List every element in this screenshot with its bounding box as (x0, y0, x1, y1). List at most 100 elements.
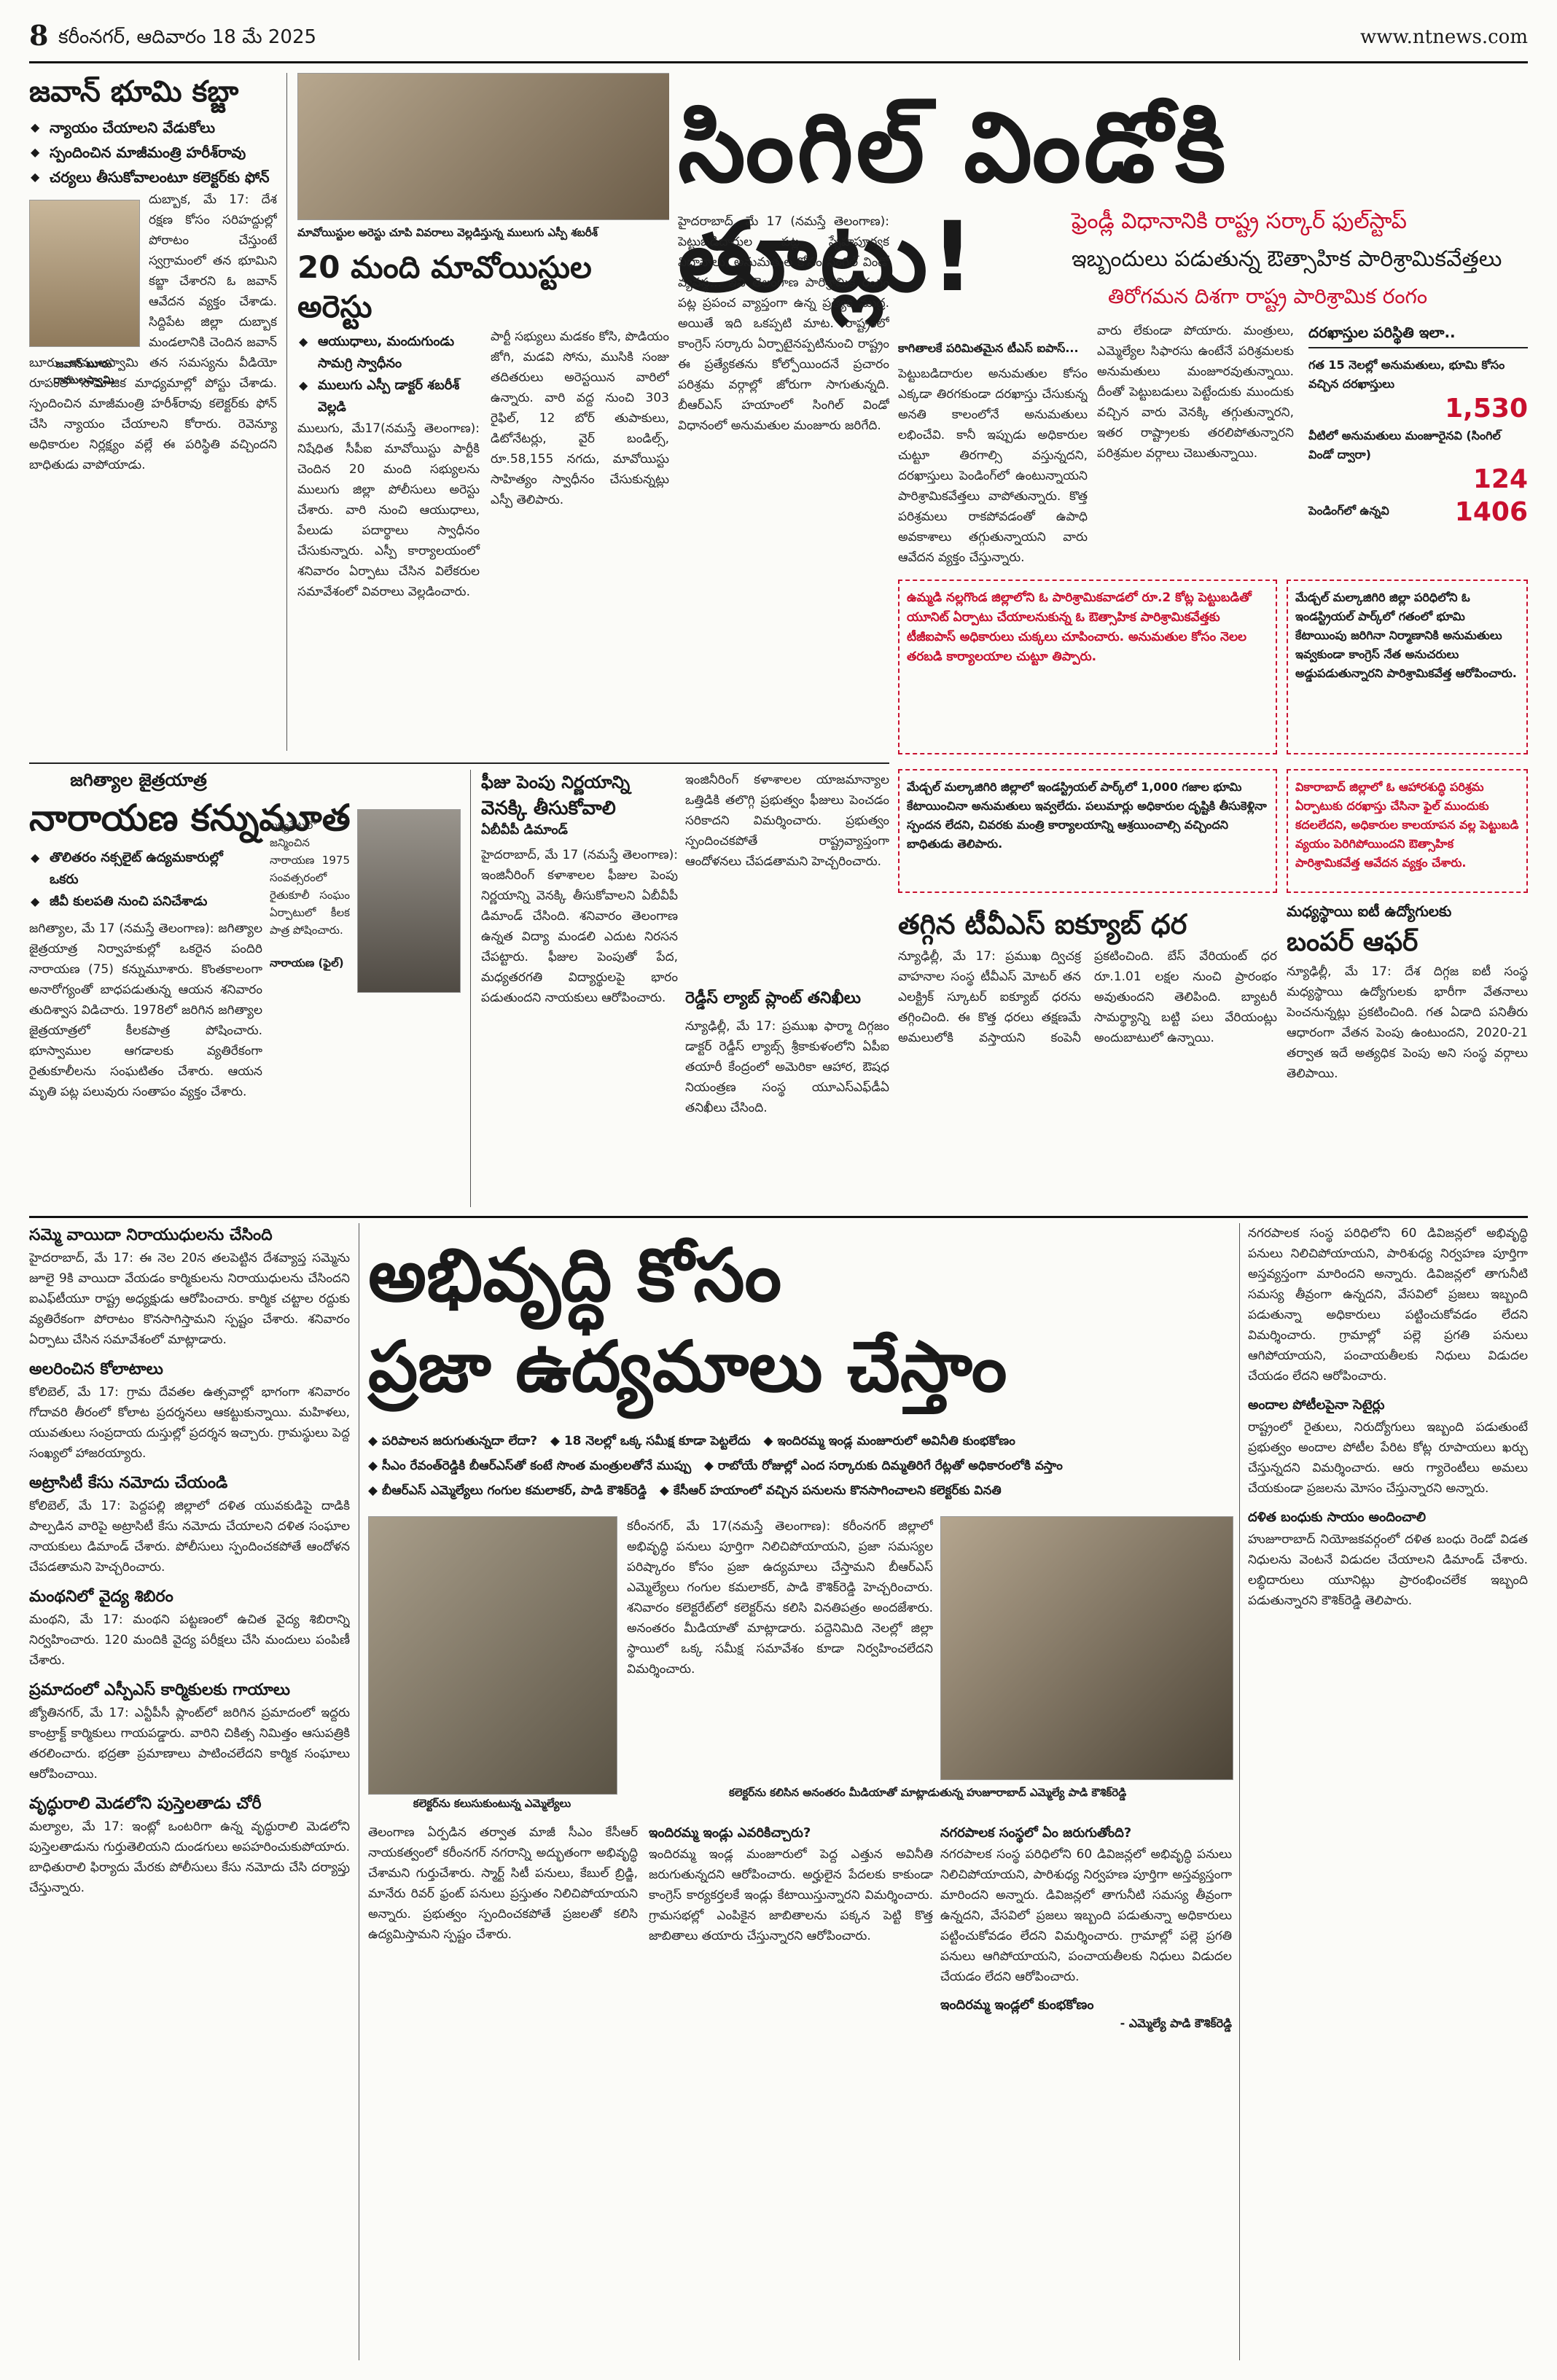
case-box-3: మేడ్చల్ మల్కాజిగిరి జిల్లాలో ఇండస్ట్రియల… (898, 769, 1277, 893)
jagtial-title: నారాయణ కన్నుమూత (29, 797, 351, 839)
brief-body: హైదరాబాద్, మే 17: ఈ నెల 20న తలపెట్టిన దే… (29, 1251, 350, 1347)
website[interactable]: www.ntnews.com (1359, 26, 1528, 48)
bottom-body-2: తెలంగాణ ఏర్పడిన తర్వాత మాజీ సీఎం కేసీఆర్… (368, 1825, 638, 1942)
tvs-body: న్యూఢిల్లీ, మే 17: ప్రముఖ ద్విచక్ర వాహనా… (898, 949, 1277, 1045)
bottom-col-3: నగరపాలక సంస్థలో ఏం జరుగుతోంది? నగరపాలక స… (940, 1822, 1232, 2354)
section-rule (29, 762, 889, 764)
narayana-photo (357, 809, 461, 993)
stats-value: 124 (1472, 464, 1528, 494)
collector-photo (368, 1516, 617, 1795)
jagtial-bullet: జీవీ కులపతి నుంచి పనిచేశాడు (29, 891, 241, 913)
bottom-body-right: నగరపాలక సంస్థ పరిధిలోని 60 డివిజన్లలో అభ… (940, 1847, 1232, 1984)
stats-label: గత 15 నెలల్లో అనుమతులు, భూమి కోసం వచ్చిన… (1308, 358, 1505, 391)
lead-sub1: ఫ్రెండ్లీ విధానానికి రాష్ట్ర సర్కార్ ఫుల… (1072, 208, 1407, 234)
stats-title: దరఖాస్తుల పరిస్థితి ఇలా.. (1308, 318, 1528, 348)
bottom-sub-a: ఇందిరమ్మ ఇండ్లు ఎవరికిచ్చారు? (649, 1825, 811, 1841)
right-sub-2: దళిత బంధుకు సాయం అందించాలి (1248, 1510, 1427, 1525)
bumper-body: న్యూఢిల్లీ, మే 17: దేశ దిగ్గజ ఐటీ సంస్థ … (1287, 964, 1528, 1081)
jagtial-kicker: జగిత్యాల జైత్రయాత్ర (70, 770, 207, 790)
right-body: నగరపాలక సంస్థ పరిధిలోని 60 డివిజన్లలో అభ… (1248, 1226, 1528, 1384)
collector-caption: కలెక్టర్‌ను కలుసుకుంటున్న ఎమ్మెల్యేలు (413, 1797, 571, 1810)
brief-body: జ్యోతినగర్, మే 17: ఎన్టీపీసీ ప్లాంట్‌లో … (29, 1706, 350, 1782)
brief-body: కోలిబెల్, మే 17: పెద్దపల్లి జిల్లాలో దళి… (29, 1499, 350, 1575)
jawan-title: జవాన్ భూమి కబ్జా (29, 75, 239, 109)
reddys-title: రెడ్డీస్ ల్యాబ్ ప్లాంట్ తనిఖీలు (685, 989, 861, 1007)
fee-title-1: ఫీజు పెంపు నిర్ణయాన్ని (481, 772, 631, 792)
brief-body: మల్యాల, మే 17: ఇంట్లో ఒంటరిగా ఉన్న వృద్ధ… (29, 1819, 350, 1895)
brief-title: అట్రాసిటీ కేసు నమోదు చేయండి (29, 1474, 228, 1492)
lead-kicker-box: కాగితాలకే పరిమితమైన టీఎస్ ఐపాస్... పెట్ట… (898, 341, 1088, 749)
page-header: 8 కరీంనగర్, ఆదివారం 18 మే 2025 www.ntnew… (29, 16, 1528, 60)
maoist-bullets: ఆయుధాలు, మందుగుండు సామగ్రి స్వాధీనం ములు… (297, 331, 480, 418)
stats-label: వీటిలో అనుమతులు మంజూరైనవి (సింగిల్ విండో… (1308, 429, 1501, 461)
lead-title: సింగిల్ విండోకి తూట్లు! (678, 92, 1229, 313)
jawan-body: దుబ్బాక, మే 17: దేశ రక్షణ కోసం సరిహద్దుల… (29, 192, 277, 472)
bottom-bullet: ◆ సీఎం రేవంత్‌రెడ్డికి బీఆర్‌ఎస్‌తో కంటే… (368, 1459, 692, 1473)
lead-body-2: పెట్టుబడిదారుల అనుమతుల కోసం ఎక్కడా తిరగక… (898, 367, 1088, 565)
briefs-column: సమ్మె వాయిదా నిరాయుధులను చేసింది హైదరాబా… (29, 1223, 350, 2360)
case-box-1: ఉమ్మడి నల్లగొండ జిల్లాలోని ఓ పారిశ్రామిక… (898, 580, 1277, 754)
lead-body-3: వారు లేకుండా పోయారు. మంత్రులు, ఎమ్మెల్యే… (1097, 324, 1294, 461)
brief-title: ప్రమాదంలో ఎస్పీఎస్ కార్మికులకు గాయాలు (29, 1681, 291, 1699)
bottom-bullets: ◆ పరిపాలన జరుగుతున్నదా లేదా? ◆ 18 నెలల్ల… (368, 1429, 1221, 1503)
jagtial-side: లక్ష్యపేటలో జన్మించిన నారాయణ 1975 సంవత్స… (270, 819, 350, 937)
bottom-title-1: అభివృద్ధి కోసం (368, 1233, 782, 1318)
tvs-title: తగ్గిన టీవీఎస్ ఐక్యూబ్ ధర (898, 908, 1187, 940)
bottom-bullet: ◆ రాబోయే రోజుల్లో ఎంద సర్కారుకు దిమ్మతిర… (703, 1459, 1063, 1473)
bumper-kicker: మధ్యస్థాయి ఐటీ ఉద్యోగులకు (1287, 902, 1452, 920)
right-body-2: రాష్ట్రంలో రైతులు, నిరుద్యోగులు ఇబ్బంది … (1248, 1420, 1528, 1496)
lead-kicker: కాగితాలకే పరిమితమైన టీఎస్ ఐపాస్... (898, 341, 1079, 355)
bumper-story: మధ్యస్థాయి ఐటీ ఉద్యోగులకు బంపర్ ఆఫర్ న్య… (1287, 902, 1528, 1209)
bottom-body-3: ఇందిరమ్మ ఇండ్ల మంజూరులో పెద్ద ఎత్తున అవి… (649, 1847, 933, 1943)
jagtial-story: జగిత్యాల జైత్రయాత్ర నారాయణ కన్నుమూత తొలి… (29, 770, 459, 1214)
jawan-story: జవాన్ భూమి కబ్జా న్యాయం చేయాలని వేడుకోలు… (29, 73, 277, 758)
bottom-col-2: ఇందిరమ్మ ఇండ్లు ఎవరికిచ్చారు? ఇందిరమ్మ ఇ… (649, 1822, 933, 2354)
jawan-bullet: చర్యలు తీసుకోవాలంటూ కలెక్టర్‌కు ఫోన్ (29, 165, 277, 190)
bottom-bullet: ◆ కేసీఆర్ హయాంలో వచ్చిన పనులను కొనసాగించ… (659, 1483, 1002, 1498)
reddys-body: న్యూఢిల్లీ, మే 17: ప్రముఖ ఫార్మా దిగ్గజం… (685, 1019, 889, 1115)
stats-row: పెండింగ్‌లో ఉన్నవి 1406 (1308, 497, 1528, 527)
right-sub: అందాల పోటీలపైనా సెటైర్లు (1248, 1397, 1385, 1413)
brief-title: వృద్ధురాలి మెడలోని పుస్తెలతాడు చోరీ (29, 1795, 262, 1813)
bumper-title: బంపర్ ఆఫర్ (1287, 927, 1419, 957)
right-bottom-column: నగరపాలక సంస్థ పరిధిలోని 60 డివిజన్లలో అభ… (1248, 1223, 1528, 2360)
brief-title: అలరించిన కోలాటాలు (29, 1360, 163, 1378)
maoist-bullet: ఆయుధాలు, మందుగుండు సామగ్రి స్వాధీనం (297, 331, 480, 375)
bottom-sub-b: నగరపాలక సంస్థలో ఏం జరుగుతోంది? (940, 1825, 1132, 1841)
case-box-2: మేడ్చల్ మల్కాజిగిరి జిల్లా పరిధిలోని ఓ ఇ… (1287, 580, 1528, 754)
reddys-story: ఇంజినీరింగ్ కళాశాలల యాజమాన్యాల ఒత్తిడికి… (685, 770, 889, 1207)
jawan-caption: జవాన్ బూరు రాములస్వామి (53, 357, 114, 386)
fee-kicker: ఏబీవీపీ డిమాండ్ (481, 822, 568, 838)
brief-body: కోలిబెల్, మే 17: గ్రామ దేవతల ఉత్సవాల్లో … (29, 1385, 350, 1461)
jagtial-bullets: తొలితరం నక్సలైట్ ఉద్యమకారుల్లో ఒకరు జీవీ… (29, 847, 241, 913)
bottom-sign: - ఎమ్మెల్యే పాడి కౌశిక్‌రెడ్డి (1120, 2016, 1232, 2030)
case-box-text: వికారాబాద్ జిల్లాలో ఓ ఆహారశుద్ధి పరిశ్రమ… (1295, 780, 1519, 870)
maoist-photo (297, 73, 669, 220)
stats-box: దరఖాస్తుల పరిస్థితి ఇలా.. గత 15 నెలల్లో … (1308, 318, 1528, 558)
maoist-kicker: మావోయిస్టుల అరెస్టు చూపి వివరాలు వెల్లడి… (297, 226, 598, 239)
stats-row: వీటిలో అనుమతులు మంజూరైనవి (సింగిల్ విండో… (1308, 426, 1528, 494)
mla-caption: కలెక్టర్‌ను కలిసిన అనంతరం మీడియాతో మాట్ల… (729, 1786, 1127, 1799)
bottom-bullet: ◆ 18 నెలల్లో ఒక్క సమీక్ష కూడా పెట్టలేదు (550, 1434, 751, 1448)
case-box-4: వికారాబాద్ జిల్లాలో ఓ ఆహారశుద్ధి పరిశ్రమ… (1287, 769, 1528, 893)
jawan-bullets: న్యాయం చేయాలని వేడుకోలు స్పందించిన మాజీమ… (29, 115, 277, 190)
col-divider (470, 770, 471, 1207)
maoist-body1: ములుగు, మే17(నమస్తే తెలంగాణ): నిషేధిత సీ… (297, 421, 480, 599)
jagtial-body: జగిత్యాల, మే 17 (నమస్తే తెలంగాణ): జగిత్య… (29, 921, 262, 1099)
brief-title: మంథనిలో వైద్య శిబిరం (29, 1588, 173, 1606)
case-box-text: మేడ్చల్ మల్కాజిగిరి జిల్లాలో ఇండస్ట్రియల… (907, 780, 1267, 851)
mla-photo (940, 1516, 1233, 1780)
bottom-body-1: కరీంనగర్, మే 17(నమస్తే తెలంగాణ): కరీంనగర… (627, 1519, 933, 1677)
col-divider (1239, 1223, 1240, 2360)
maoist-title: 20 మంది మావోయిస్టుల అరెస్టు (297, 249, 592, 324)
jagtial-bullet: తొలితరం నక్సలైట్ ఉద్యమకారుల్లో ఒకరు (29, 847, 241, 891)
lead-sub3: తిరోగమన దిశగా రాష్ట్ర పారిశ్రామిక రంగం (1108, 284, 1428, 308)
brief-title: సమ్మె వాయిదా నిరాయుధులను చేసింది (29, 1226, 273, 1244)
maoist-bullet: ములుగు ఎస్పీ డాక్టర్ శబరీశ్ వెల్లడి (297, 375, 480, 418)
bottom-sub-c: ఇందిరమ్మ ఇండ్లలో కుంభకోణం (940, 1997, 1094, 2013)
case-box-text: మేడ్చల్ మల్కాజిగిరి జిల్లా పరిధిలోని ఓ ఇ… (1295, 590, 1517, 680)
stats-value: 1406 (1454, 497, 1528, 527)
stats-label: పెండింగ్‌లో ఉన్నవి (1308, 504, 1389, 518)
fee-story: ఫీజు పెంపు నిర్ణయాన్ని వెనక్కి తీసుకోవాల… (481, 770, 678, 1207)
jawan-bullet: న్యాయం చేయాలని వేడుకోలు (29, 115, 277, 140)
